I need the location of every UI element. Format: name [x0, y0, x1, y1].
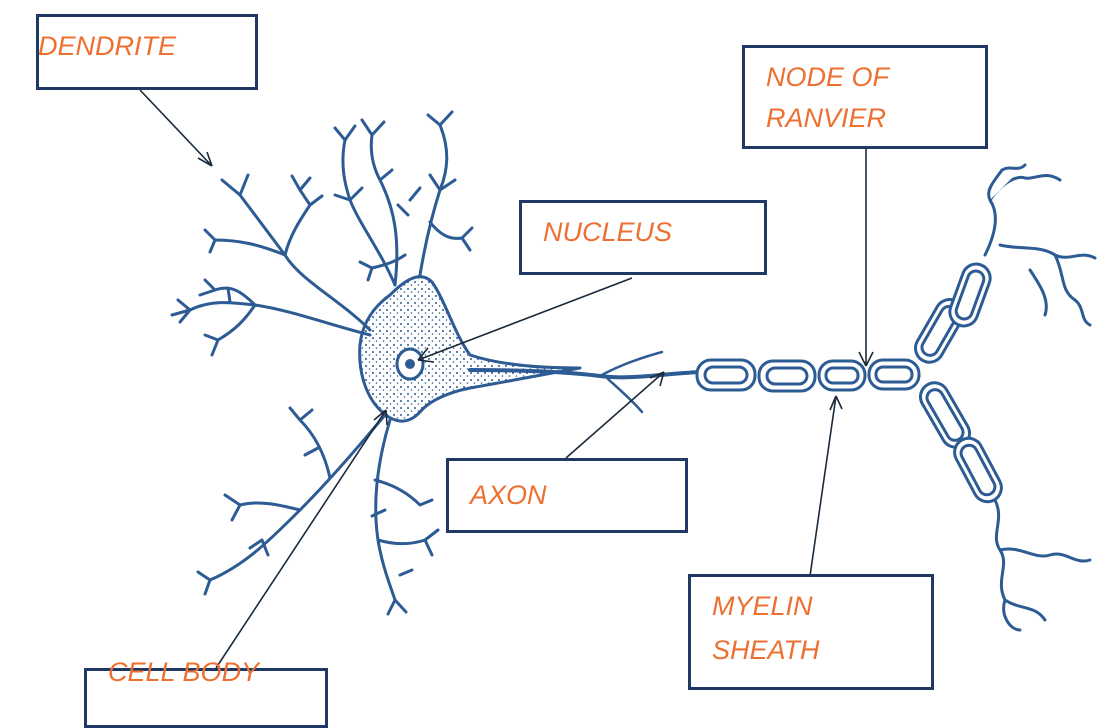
- cell-body-arrow: [216, 410, 387, 668]
- lower-terminal-branch: [915, 378, 1090, 630]
- node-of-ranvier-arrow: [859, 148, 873, 366]
- cell-body-label: CELL BODY: [108, 652, 259, 692]
- myelin-sheath-label-line1: MYELIN: [712, 586, 813, 626]
- nucleus-label: NUCLEUS: [543, 212, 672, 252]
- myelin-segments: [697, 360, 919, 391]
- axon-label: AXON: [470, 475, 547, 515]
- neuron-illustration: [172, 112, 1095, 630]
- myelin-sheath-arrow: [810, 396, 842, 576]
- dendrite-label: DENDRITE: [38, 26, 176, 66]
- nucleolus-shape: [406, 360, 414, 368]
- myelin-sheath-label-line2: SHEATH: [712, 630, 820, 670]
- node-of-ranvier-label-line2: RANVIER: [766, 98, 886, 138]
- upper-terminal-branch: [910, 165, 1095, 367]
- dendrite-arrow: [140, 90, 212, 166]
- lower-dendrites: [198, 408, 438, 614]
- soma-shape: [360, 277, 580, 421]
- node-of-ranvier-label-line1: NODE OF: [766, 57, 889, 97]
